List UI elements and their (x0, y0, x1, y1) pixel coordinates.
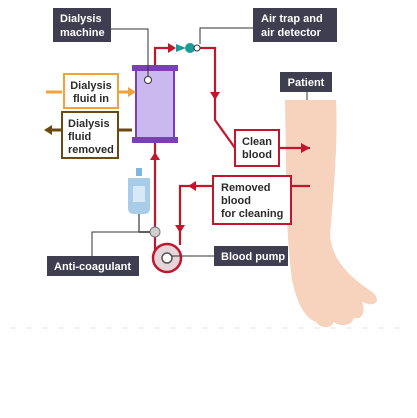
dialyser-cap-top (132, 65, 178, 71)
label-anticoagulant-text: Anti-coagulant (54, 261, 131, 273)
leader-anticoagulant (91, 231, 150, 258)
patient-arm (285, 100, 377, 328)
fluid-removed-flow: Dialysis fluid removed (44, 111, 132, 159)
fluid-removed-label-3: removed (68, 144, 114, 156)
leader-air-trap (199, 27, 253, 44)
removed-blood-label-3: for cleaning (221, 208, 283, 220)
dialyser-cap-bottom (132, 137, 178, 143)
pump-rotor (161, 252, 173, 264)
fluid-in-label-1: Dialysis (70, 80, 112, 92)
bag-label-area (133, 186, 145, 202)
removed-blood-label-1: Removed (221, 182, 271, 194)
arrow-removed-blood (188, 181, 196, 191)
air-trap-sensor (193, 44, 201, 52)
arrow-down-to-pump (175, 225, 185, 233)
fluid-in-flow: Dialysis fluid in (46, 73, 136, 109)
removed-blood-callout: Removed blood for cleaning (212, 175, 292, 225)
clean-blood-box (234, 129, 280, 167)
arm-shape (285, 100, 377, 328)
arrow-down-right (210, 92, 220, 100)
bag-hanger (136, 168, 142, 176)
label-bg-patient (280, 72, 332, 92)
leader-dialysis-machine (110, 28, 149, 76)
air-trap-left (176, 44, 186, 52)
label-dialysis-machine-2: machine (60, 27, 105, 39)
fluid-removed-box (61, 111, 119, 159)
fluid-removed-label-2: fluid (68, 131, 91, 143)
fluid-in-arrowhead (128, 87, 136, 97)
label-dialysis-machine-1: Dialysis (60, 13, 102, 25)
fluid-removed-label-1: Dialysis (68, 118, 110, 130)
label-blood-pump: Blood pump (214, 246, 288, 266)
label-bg-anticoagulant (47, 256, 139, 276)
fluid-in-label-2: fluid in (73, 93, 109, 105)
air-trap (176, 43, 201, 53)
label-anticoagulant: Anti-coagulant (47, 256, 139, 276)
removed-blood-box (212, 175, 292, 225)
fluid-in-box (63, 73, 119, 109)
leader-lines (91, 27, 308, 258)
clean-blood-label-2: blood (242, 149, 272, 161)
label-blood-pump-text: Blood pump (221, 251, 285, 263)
dialyser-body (135, 67, 175, 141)
tube-dialyser-to-airtrap (153, 46, 172, 65)
label-bg-dialysis-machine (53, 8, 111, 42)
label-air-trap-1: Air trap and (261, 13, 323, 25)
label-air-trap: Air trap and air detector (253, 8, 337, 42)
clean-blood-callout: Clean blood (234, 129, 280, 167)
label-patient: Patient (280, 72, 332, 92)
label-bg-air-trap (253, 8, 337, 42)
arrow-to-airtrap (168, 43, 176, 53)
fluid-removed-arrowhead (44, 125, 52, 135)
label-dialysis-machine: Dialysis machine (53, 8, 111, 42)
removed-blood-label-2: blood (221, 195, 251, 207)
dialyser (132, 65, 178, 143)
arrow-clean-to-arm (301, 143, 310, 153)
label-patient-text: Patient (288, 77, 325, 89)
bag-junction (149, 226, 161, 238)
label-air-trap-2: air detector (261, 27, 322, 39)
blood-pump (151, 242, 183, 274)
dialyser-connector-dot (144, 76, 152, 84)
arrow-up-to-dialyser (150, 152, 160, 160)
blood-arrows (150, 43, 310, 233)
label-bg-blood-pump (214, 246, 288, 266)
clean-blood-label-1: Clean (242, 136, 272, 148)
air-trap-body (185, 43, 195, 53)
